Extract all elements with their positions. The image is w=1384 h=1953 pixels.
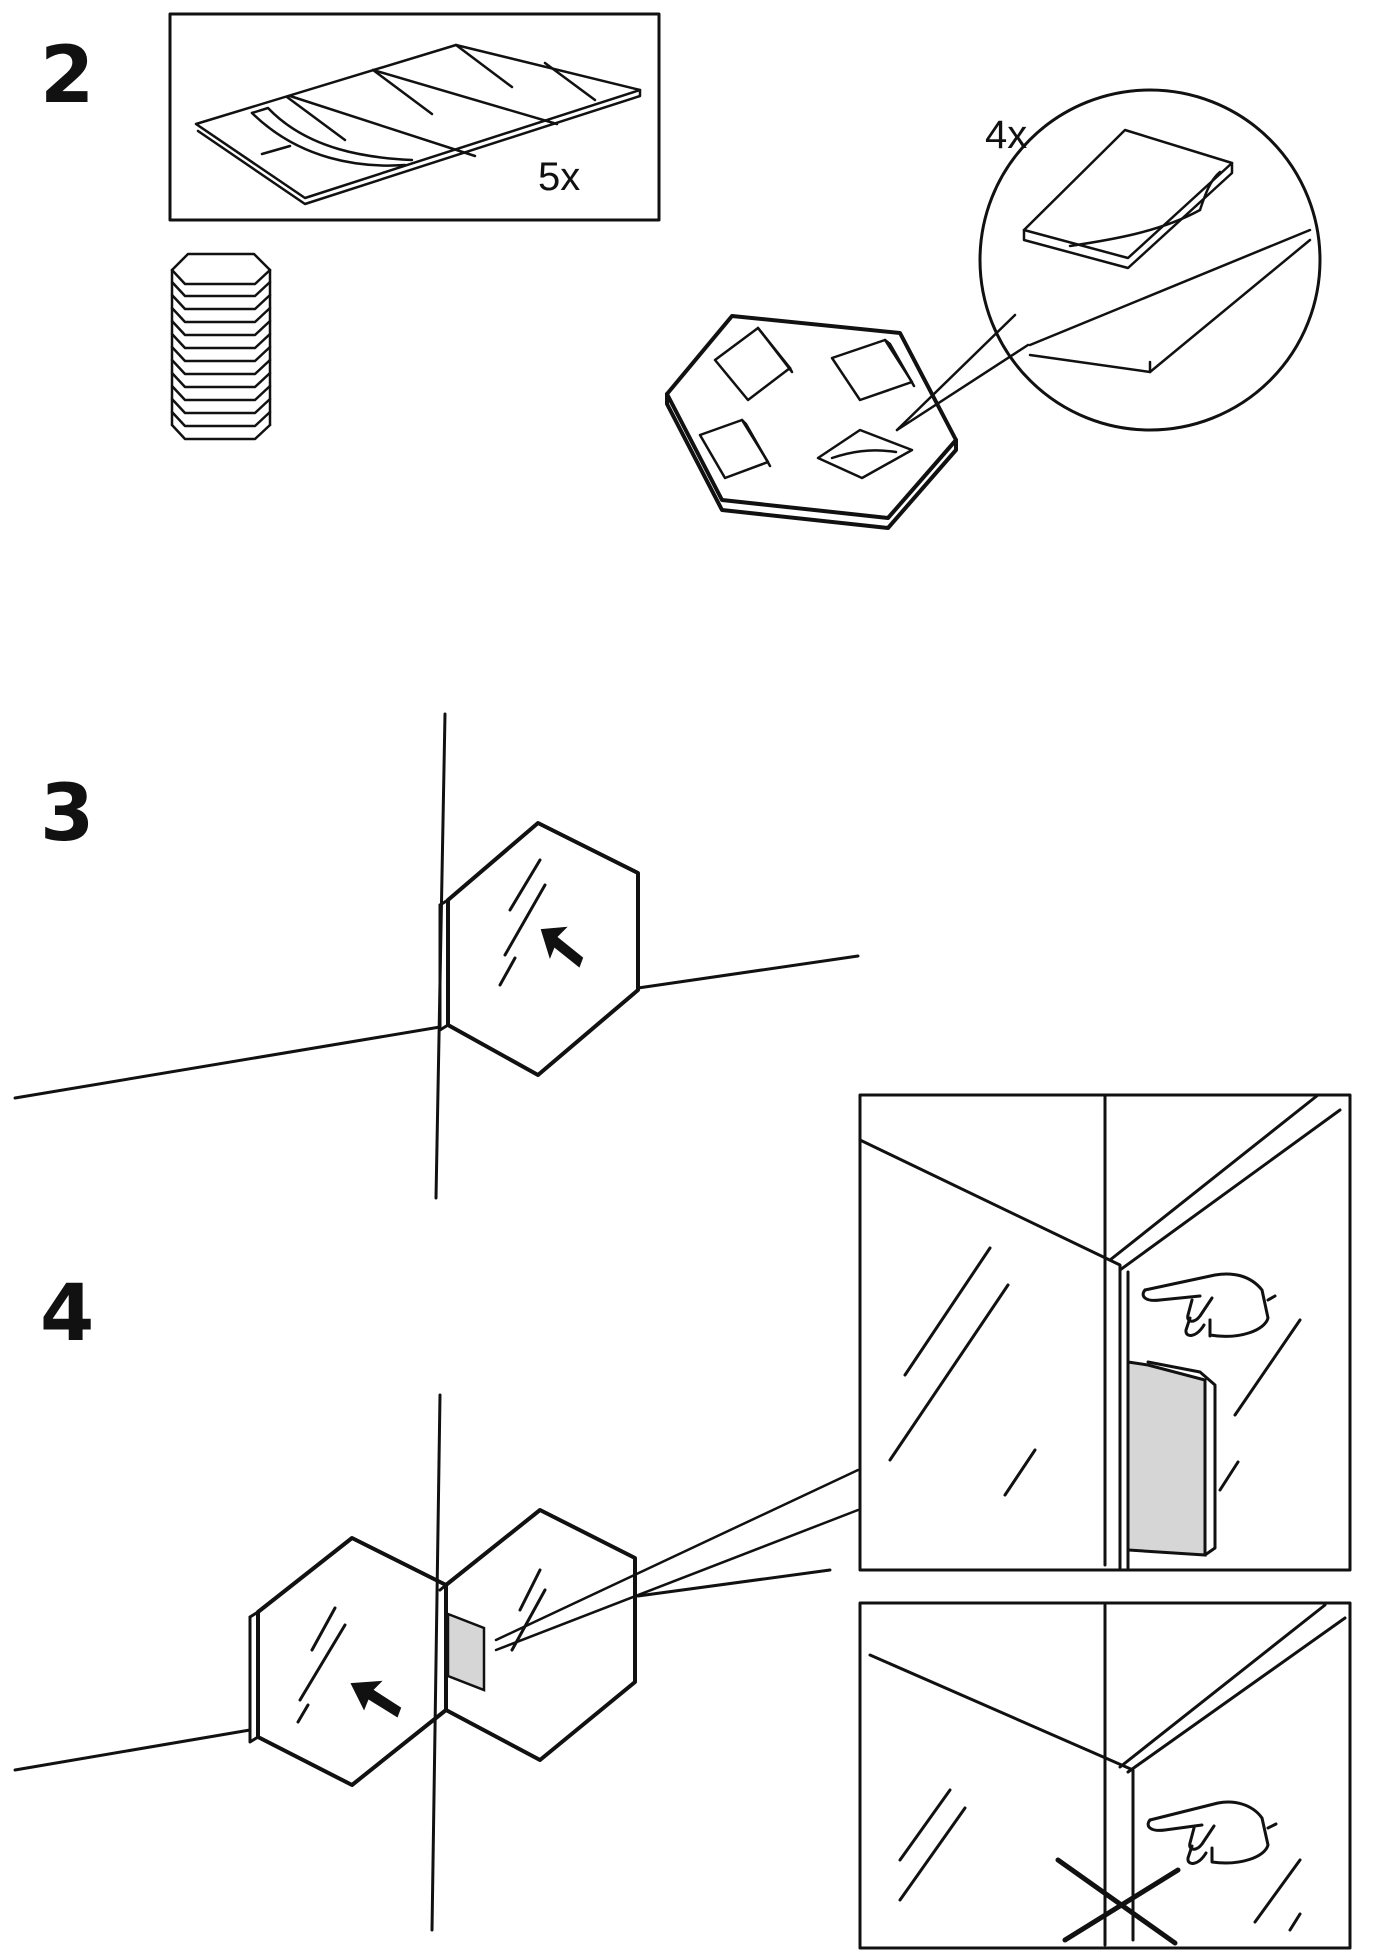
pointing-hand-icon (1146, 1800, 1278, 1865)
hexagon-stack-icon (170, 252, 272, 441)
detail-panel-correct (858, 1093, 1352, 1572)
wall-corner-lines (13, 712, 860, 1200)
adhesive-sheet-icon (194, 43, 642, 206)
sheet-quantity-label: 5x (538, 155, 580, 199)
detail-panel-incorrect (858, 1601, 1352, 1950)
pointing-hand-icon (1141, 1272, 1277, 1338)
adhesive-sheet-box: 5x (168, 12, 661, 222)
arrow-icon (350, 1680, 402, 1718)
step-number-4: 4 (40, 1269, 94, 1359)
step-number-3: 3 (40, 769, 94, 859)
adhesive-pad-detail (1126, 1360, 1217, 1557)
adhesive-pad (446, 1612, 486, 1692)
step-number-2: 2 (40, 31, 94, 121)
step-3: 3 (13, 712, 860, 1200)
hexagon-mirror-tile-left (248, 1536, 448, 1787)
hexagon-mirror-tile (438, 821, 640, 1077)
hexagon-tile-with-pads: 4x (665, 88, 1322, 530)
step-4: 4 (13, 1093, 1352, 1950)
pad-quantity-label: 4x (985, 113, 1027, 157)
pad-detail-magnifier (978, 88, 1322, 432)
cross-mark-icon (1055, 1857, 1181, 1946)
callout-lines (494, 1468, 860, 1652)
hexagon-mirror-tile-right (438, 1468, 860, 1762)
wall-corner-lines (13, 1393, 832, 1932)
arrow-icon (540, 926, 584, 968)
step-2: 2 5x (40, 12, 1322, 530)
